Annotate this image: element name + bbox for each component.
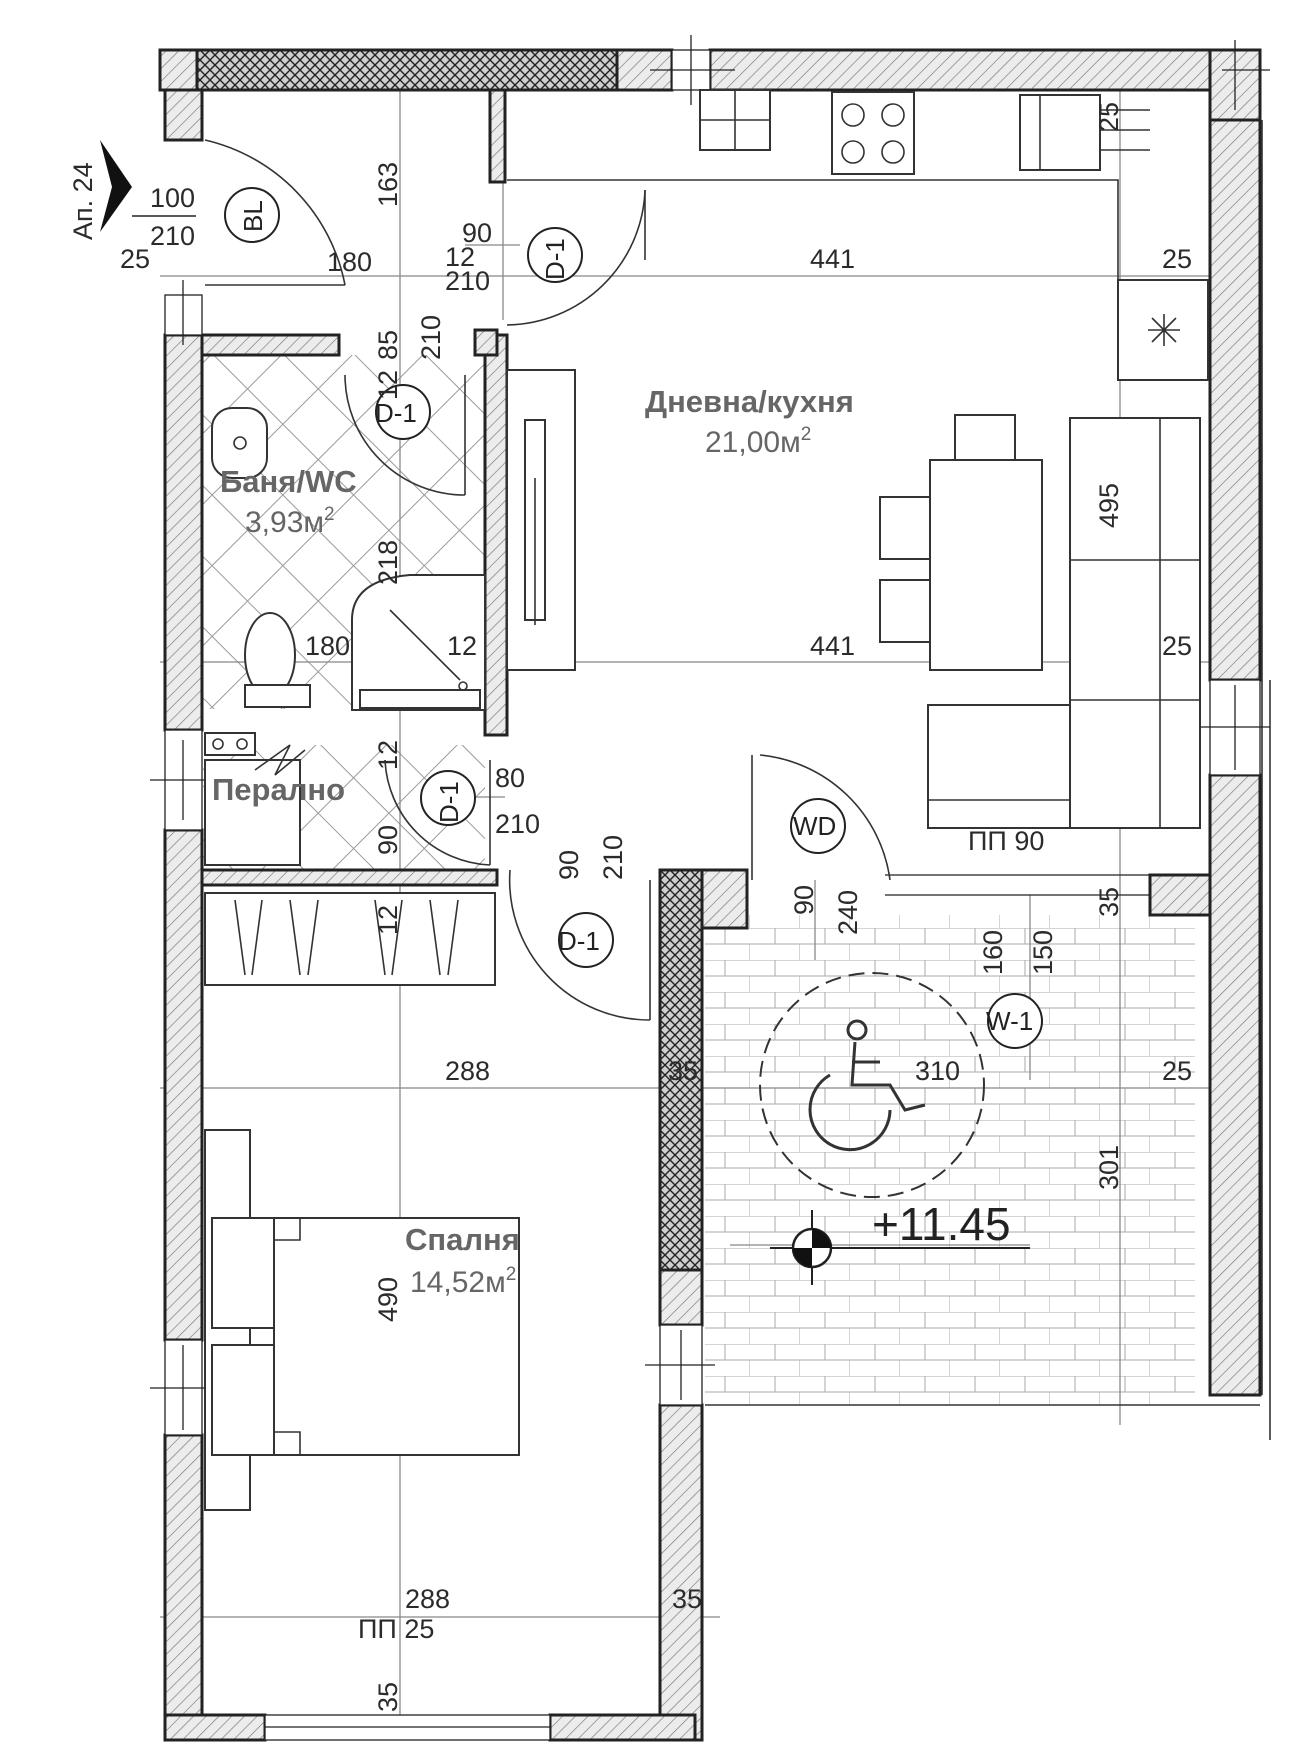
kitchen-counter xyxy=(507,89,1209,381)
room-area-bath: 3,93м2 xyxy=(245,504,335,539)
window-markers xyxy=(150,35,1270,1741)
dim-25-kitchen: 25 xyxy=(1094,102,1124,132)
tv-unit xyxy=(506,369,576,671)
dim-85: 85 xyxy=(373,330,403,360)
room-name-bedroom: Спалня xyxy=(405,1222,520,1257)
dimension-labels: 100 210 25 180 90 12 210 441 25 180 12 4… xyxy=(120,102,1192,1712)
room-name-living: Дневна/кухня xyxy=(645,384,854,419)
walls xyxy=(158,48,1271,1742)
dim-35-window: 35 xyxy=(373,1682,403,1712)
laundry-fixtures xyxy=(204,732,306,866)
label-pp90: ПП 90 xyxy=(968,826,1044,856)
dim-163: 163 xyxy=(373,162,403,207)
dim-d1c-80: 80 xyxy=(495,763,525,793)
dim-25-top: 25 xyxy=(1162,244,1192,274)
dim-35-mid: 35 xyxy=(668,1056,698,1086)
dim-w1-150: 150 xyxy=(1028,930,1058,975)
bed xyxy=(204,1129,520,1511)
dim-bl-h: 210 xyxy=(150,221,195,251)
level-marker-icon xyxy=(770,1210,1030,1285)
dim-12-laundry: 12 xyxy=(373,740,403,770)
dim-wd-240: 240 xyxy=(833,890,863,935)
tag-d1-top: D-1 xyxy=(540,238,570,280)
dim-25-mid: 25 xyxy=(1162,631,1192,661)
dim-210-v: 210 xyxy=(416,315,446,360)
tag-bl: BL xyxy=(238,200,268,232)
dim-35-bot: 35 xyxy=(672,1584,702,1614)
dim-d1a-12: 12 xyxy=(445,242,475,272)
dim-441-top: 441 xyxy=(810,244,855,274)
dim-495: 495 xyxy=(1094,483,1124,528)
terrace-deck xyxy=(705,915,1195,1405)
dim-d1d-210: 210 xyxy=(598,835,628,880)
dim-288-bot: 288 xyxy=(405,1584,450,1614)
level-mark: +11.45 xyxy=(872,1198,1011,1250)
dim-310: 310 xyxy=(915,1056,960,1086)
tag-w1: W-1 xyxy=(986,1006,1033,1036)
room-area-living: 21,00м2 xyxy=(705,424,811,459)
wheelchair-icon xyxy=(808,1019,926,1152)
dining-set xyxy=(879,414,1043,671)
dim-12-v: 12 xyxy=(373,370,403,400)
dim-490: 490 xyxy=(373,1277,403,1322)
dim-288: 288 xyxy=(445,1056,490,1086)
dim-d1a-90: 90 xyxy=(462,218,492,248)
tag-circles xyxy=(224,187,1043,1049)
dim-35-right: 35 xyxy=(1094,887,1124,917)
tag-wd: WD xyxy=(793,811,836,841)
wardrobe xyxy=(204,892,496,986)
room-name-laundry: Перално xyxy=(212,772,345,807)
sofa xyxy=(927,417,1201,829)
dim-wd-90: 90 xyxy=(789,885,819,915)
dim-301: 301 xyxy=(1094,1145,1124,1190)
dim-441-mid: 441 xyxy=(810,631,855,661)
dim-90-laundry: 90 xyxy=(373,825,403,855)
entrance-arrow-icon xyxy=(100,140,132,232)
dim-bl-w: 100 xyxy=(150,183,195,213)
dim-218: 218 xyxy=(373,540,403,585)
dim-12-mid: 12 xyxy=(447,631,477,661)
label-pp25: ПП 25 xyxy=(358,1614,434,1644)
dim-180-mid: 180 xyxy=(305,631,350,661)
tag-d1-laundry: D-1 xyxy=(434,781,464,823)
dim-d1d-90: 90 xyxy=(554,850,584,880)
bath-fixtures xyxy=(211,407,486,711)
apartment-marker: Ап. 24 xyxy=(68,162,98,240)
wheelchair-turning-circle xyxy=(759,972,985,1198)
room-area-bedroom: 14,52м2 xyxy=(410,1264,516,1299)
tag-d1-bedroom: D-1 xyxy=(558,926,600,956)
dim-bl-25: 25 xyxy=(120,244,150,274)
dim-d1a-210: 210 xyxy=(445,266,490,296)
room-name-bath: Баня/WC xyxy=(220,464,357,499)
dim-w1-160: 160 xyxy=(978,930,1008,975)
dim-d1c-210: 210 xyxy=(495,809,540,839)
tag-d1-bath: D-1 xyxy=(375,398,417,428)
door-swings xyxy=(204,139,891,1021)
dim-12-wardrobe: 12 xyxy=(373,905,403,935)
dim-25-right: 25 xyxy=(1162,1056,1192,1086)
dim-180-top: 180 xyxy=(327,247,372,277)
